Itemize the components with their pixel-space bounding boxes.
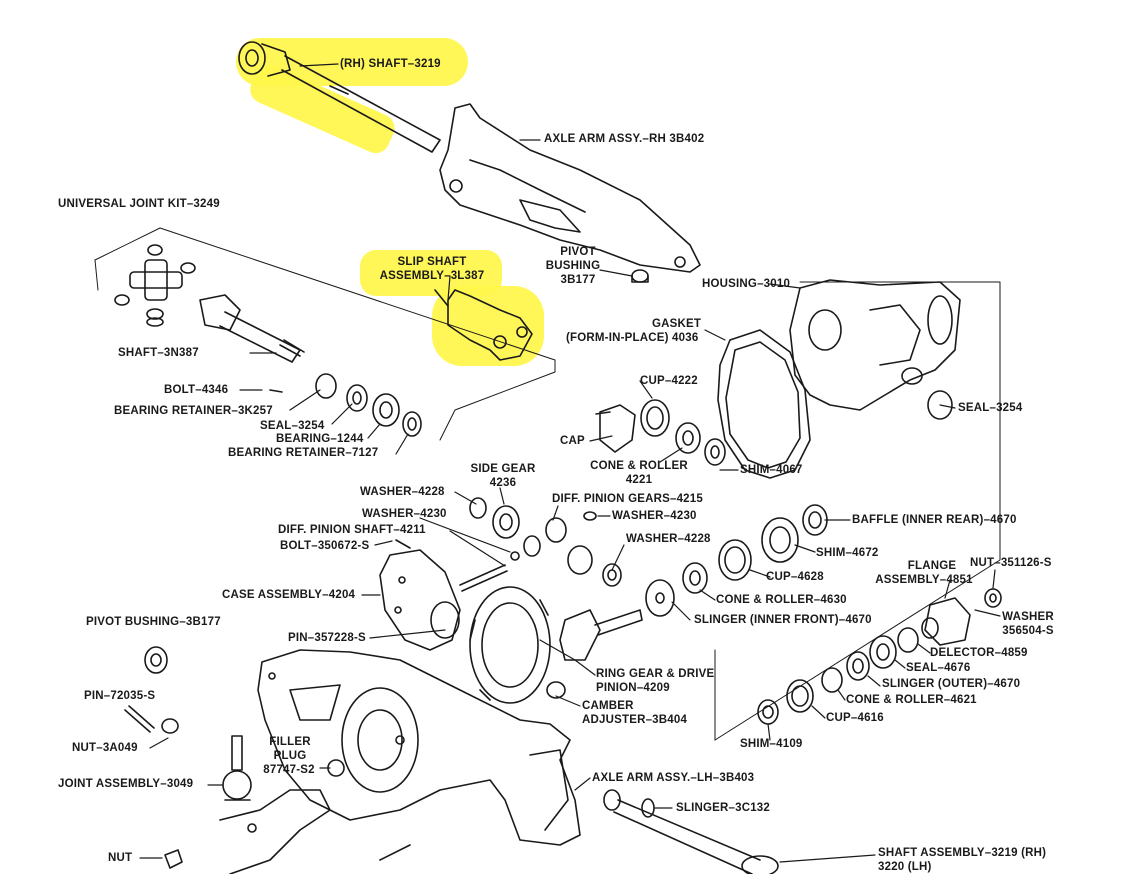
label-slip-shaft-2: ASSEMBLY–3L387 [379,270,485,282]
label-nut-3a049: NUT–3A049 [72,742,138,754]
label-pin-72035: PIN–72035-S [84,690,156,702]
label-pivot-2: BUSHING [545,260,601,272]
axle-arm-rh-drawing [439,103,701,273]
label-baffle: BAFFLE (INNER REAR)–4670 [852,514,1017,526]
label-joint-assembly: JOINT ASSEMBLY–3049 [58,778,194,790]
case-assembly-drawing [379,549,461,651]
gasket-drawing [717,329,811,479]
label-cone-roller-4221-1: CONE & ROLLER [590,460,688,472]
label-cone-roller-4630: CONE & ROLLER–4630 [716,594,847,606]
pinion-box [714,281,1001,741]
label-shaft-assembly-2: 3220 (LH) [878,861,932,873]
shaft-3n387-drawing [199,294,305,363]
drive-pinion-drawing [559,609,643,661]
label-cone-roller-4221-2: 4221 [625,474,653,486]
label-washer-4228-mid: WASHER–4228 [626,533,711,545]
label-housing: HOUSING–3010 [702,278,791,290]
label-cup-4616: CUP–4616 [826,712,884,724]
u-joint-box [94,227,556,441]
label-axle-arm-rh: AXLE ARM ASSY.–RH 3B402 [544,133,705,145]
label-washer-4230-right: WASHER–4230 [612,510,697,522]
label-bearing-retainer-7127: BEARING RETAINER–7127 [228,447,379,459]
label-filler-3: 87747-S2 [263,764,315,776]
label-bearing-retainer-3k257: BEARING RETAINER–3K257 [114,405,273,417]
label-washer-4228-top: WASHER–4228 [360,486,445,498]
label-bearing-1244: BEARING–1244 [276,433,364,445]
label-pivot-bushing-3b177: PIVOT BUSHING–3B177 [86,616,221,628]
lower-shaft-drawing [603,789,779,874]
left-bearing-stack [269,373,422,437]
label-seal-4676: SEAL–4676 [906,662,971,674]
label-slinger-3c132: SLINGER–3C132 [676,802,770,814]
label-shim-4672: SHIM–4672 [816,547,879,559]
label-shaft-3n387: SHAFT–3N387 [118,347,199,359]
label-filler-1: FILLER [269,736,311,748]
label-camber-1: CAMBER [582,700,634,712]
label-pin-357228: PIN–357228-S [288,632,366,644]
label-rh-shaft: (RH) SHAFT–3219 [340,58,441,70]
label-diff-pinion-shaft: DIFF. PINION SHAFT–4211 [278,524,426,536]
label-filler-2: PLUG [273,750,307,762]
label-slinger-inner-front: SLINGER (INNER FRONT)–4670 [694,614,872,626]
label-flange-1: FLANGE [907,560,957,572]
label-axle-arm-lh: AXLE ARM ASSY.–LH–3B403 [592,772,755,784]
label-slip-shaft-1: SLIP SHAFT [397,256,467,268]
label-gasket-1: GASKET [652,318,702,330]
label-camber-2: ADJUSTER–3B404 [582,714,688,726]
label-shim-4067: SHIM–4067 [740,464,803,476]
label-diff-pinion-gears: DIFF. PINION GEARS–4215 [552,493,703,505]
label-ring-gear-2: PINION–4209 [596,682,670,694]
universal-joint-drawing [114,244,196,327]
label-side-gear-2: 4236 [489,477,517,489]
slip-shaft-drawing [434,289,533,361]
label-nut-351126: NUT–351126-S [970,557,1052,569]
label-washer-356504-2: 356504-S [1002,625,1054,637]
label-washer-4230-left: WASHER–4230 [362,508,447,520]
label-shim-4109: SHIM–4109 [740,738,803,750]
label-washer-356504-1: WASHER [1002,611,1054,623]
housing-drawing [789,279,961,420]
label-case-assembly: CASE ASSEMBLY–4204 [222,589,356,601]
label-pivot-3: 3B177 [560,274,596,286]
ring-gear-drawing [469,586,551,704]
label-cap: CAP [560,435,585,447]
label-cone-roller-4621: CONE & ROLLER–4621 [846,694,977,706]
label-seal-3254-right: SEAL–3254 [958,402,1023,414]
label-cup-4222: CUP–4222 [640,375,698,387]
label-deflector-4859: DELECTOR–4859 [930,647,1028,659]
label-pivot-1: PIVOT [560,246,596,258]
label-universal-joint-kit: UNIVERSAL JOINT KIT–3249 [58,198,220,210]
leader-lines [139,63,1001,863]
carrier-bearing-drawing [595,399,726,466]
label-ring-gear-1: RING GEAR & DRIVE [596,668,715,680]
label-flange-2: ASSEMBLY–4851 [875,574,973,586]
label-slinger-outer: SLINGER (OUTER)–4670 [882,678,1021,690]
label-nut: NUT [108,852,133,864]
label-seal-3254-left: SEAL–3254 [260,420,325,432]
pivot-bushing-left-drawing [124,646,179,734]
label-cup-4628: CUP–4628 [766,571,824,583]
rh-shaft-drawing [238,41,441,153]
label-bolt-350672: BOLT–350672-S [280,540,370,552]
label-side-gear-1: SIDE GEAR [470,463,536,475]
pivot-bushing-small-drawing [631,269,649,283]
label-gasket-2: (FORM-IN-PLACE) 4036 [566,332,699,344]
label-shaft-assembly-1: SHAFT ASSEMBLY–3219 (RH) [878,847,1047,859]
label-bolt-4346: BOLT–4346 [164,384,229,396]
